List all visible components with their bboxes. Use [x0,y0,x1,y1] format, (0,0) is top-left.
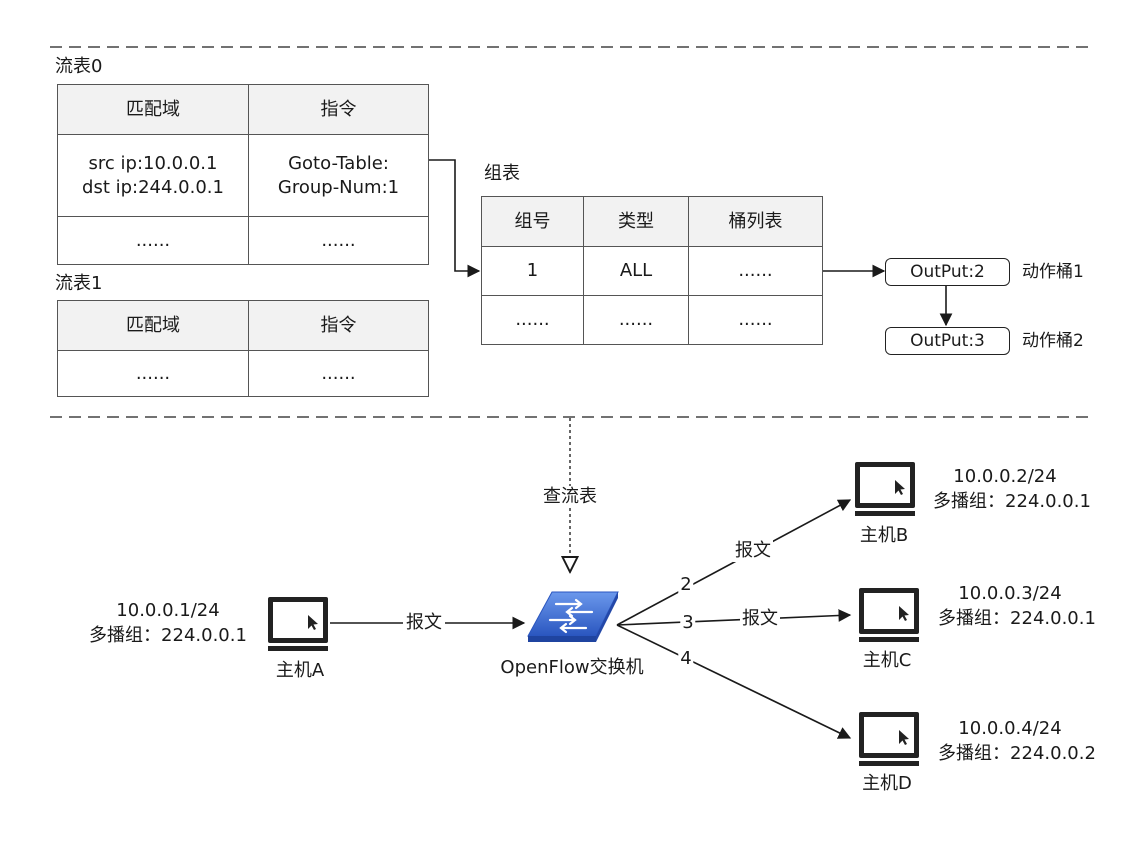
flow-table-0-title: 流表0 [55,56,103,77]
header-instruction: 指令 [248,84,429,135]
link-switch-d [616,624,852,739]
link-b-label: 报文 [733,540,773,562]
host-d-group: 多播组：224.0.0.2 [938,743,1096,764]
port-2-label: 2 [678,574,694,596]
host-a-name: 主机A [275,660,325,681]
host-b-group: 多播组：224.0.0.1 [933,491,1091,512]
host-b-ip: 10.0.0.2/24 [953,466,1057,487]
group-id-cell: ...... [481,295,584,345]
flow-table-0: 匹配域 指令 src ip:10.0.0.1 dst ip:244.0.0.1 … [57,84,429,265]
host-d-name: 主机D [862,773,912,794]
bucket-1-box: OutPut:2 [885,258,1010,286]
link-switch-b [616,499,852,626]
network-switch-icon [527,591,619,642]
group-id-cell: 1 [481,246,584,296]
host-a-group: 多播组：224.0.0.1 [89,625,247,646]
host-b-name: 主机B [859,525,909,546]
table-row: ...... ...... [57,216,429,265]
bucket-list-cell: ...... [688,246,823,296]
instruction-cell: ...... [248,216,429,265]
link-switch-c [616,609,852,626]
bucket-1-label: 动作桶1 [1022,262,1084,282]
match-cell: ...... [57,350,249,397]
type-cell: ...... [583,295,689,345]
host-c-group: 多播组：224.0.0.1 [938,608,1096,629]
bucket-2-box: OutPut:3 [885,327,1010,355]
host-c-name: 主机C [862,650,912,671]
table-row: ...... ...... [57,350,429,397]
header-match: 匹配域 [57,300,249,351]
host-b-monitor-icon [855,462,915,516]
group-table-title: 组表 [484,163,520,184]
link-a-label: 报文 [403,612,445,634]
table-row: src ip:10.0.0.1 dst ip:244.0.0.1 Goto-Ta… [57,134,429,217]
lookup-label: 查流表 [541,486,599,508]
header-group-id: 组号 [481,196,584,247]
header-match: 匹配域 [57,84,249,135]
host-c-monitor-icon [859,588,919,642]
table-row: 1 ALL ...... [481,246,823,296]
port-4-label: 4 [678,648,694,670]
match-cell: ...... [57,216,249,265]
flow-table-1-title: 流表1 [55,273,103,294]
header-bucket-list: 桶列表 [688,196,823,247]
host-d-ip: 10.0.0.4/24 [958,718,1062,739]
host-c-ip: 10.0.0.3/24 [958,583,1062,604]
group-table: 组号 类型 桶列表 1 ALL ...... ...... ...... ...… [481,196,823,345]
instruction-cell: ...... [248,350,429,397]
bucket-2-label: 动作桶2 [1022,331,1084,351]
instruction-cell: Goto-Table: Group-Num:1 [248,134,429,217]
goto-group-arrow [428,159,481,278]
match-cell: src ip:10.0.0.1 dst ip:244.0.0.1 [57,134,249,217]
switch-label: OpenFlow交换机 [500,657,644,678]
table-row: ...... ...... ...... [481,295,823,345]
host-a-monitor-icon [268,597,328,651]
port-3-label: 3 [680,612,696,634]
link-c-label: 报文 [740,608,780,630]
host-d-monitor-icon [859,712,919,766]
host-a-ip: 10.0.0.1/24 [116,600,220,621]
bucket-list-cell: ...... [688,295,823,345]
type-cell: ALL [583,246,689,296]
flow-table-1: 匹配域 指令 ...... ...... [57,300,429,397]
header-type: 类型 [583,196,689,247]
header-instruction: 指令 [248,300,429,351]
